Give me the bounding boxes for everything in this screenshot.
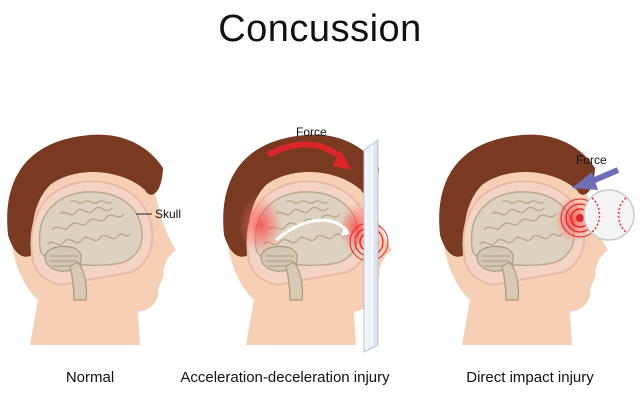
baseball-icon [583,189,635,241]
force-arrow-icon [266,141,352,170]
wall-icon [363,139,379,353]
impact-head-icon [438,133,609,346]
normal-head-icon [6,133,178,346]
caption-acceleration: Acceleration-deceleration injury [180,369,390,386]
force-arrow-blue-icon [572,167,620,190]
caption-normal: Normal [65,369,115,386]
skull-label: Skull [155,207,182,221]
force-label-center: Force [296,125,327,139]
caption-direct-impact: Direct impact injury [466,369,594,386]
force-label-right: Force [576,153,607,167]
page-title: Concussion [218,8,422,50]
